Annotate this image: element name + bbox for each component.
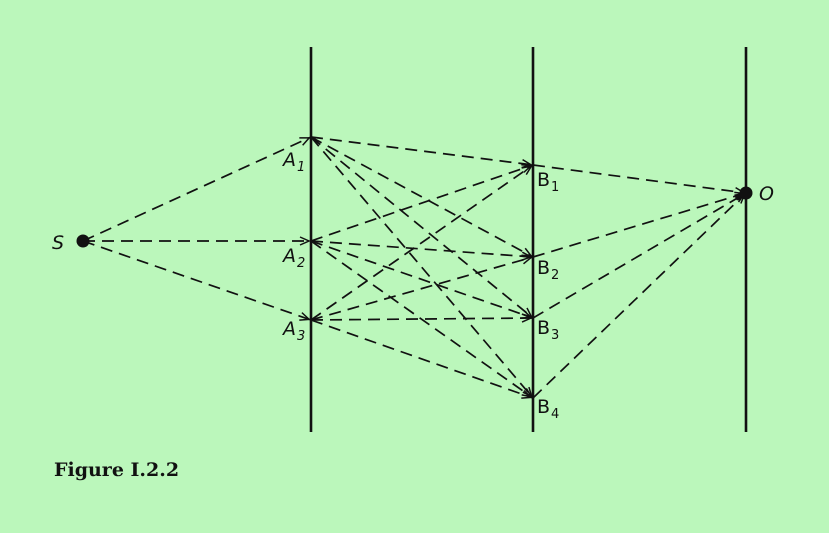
path-a1-b1 (310, 136, 534, 166)
arrowhead (521, 255, 533, 265)
path-a3-b2 (310, 256, 534, 321)
path-b4-o (532, 192, 747, 399)
point-dots (76, 186, 753, 248)
path-a3-b4 (310, 319, 534, 399)
path-a2-b1 (310, 164, 534, 242)
label-s: S (52, 232, 64, 254)
path-a1-b2 (310, 136, 534, 258)
path-b1-o (532, 164, 747, 194)
path-b2-o (532, 192, 747, 258)
path-a1-b3 (310, 136, 534, 319)
arrowhead (521, 313, 533, 323)
arrowhead (521, 165, 533, 175)
point-s-dot (76, 234, 90, 248)
label-b4: B4 (537, 396, 559, 422)
path-a2-b4 (310, 240, 534, 399)
label-o: O (759, 183, 774, 205)
label-b2: B2 (537, 257, 559, 283)
label-a1: A1 (281, 149, 305, 175)
point-o-dot (739, 186, 753, 200)
label-a3: A3 (281, 318, 305, 344)
arrowhead (299, 236, 311, 246)
arrowhead (521, 390, 533, 399)
path-a2-b3 (310, 240, 534, 319)
figure-caption: Figure I.2.2 (54, 459, 180, 481)
path-a3-b1 (310, 164, 534, 321)
label-a2: A2 (281, 245, 305, 271)
label-b1: B1 (537, 169, 559, 195)
path-s-a1 (82, 136, 312, 242)
arrowhead (521, 159, 533, 169)
arrowhead (299, 312, 311, 321)
label-b3: B3 (537, 317, 559, 343)
screens (309, 47, 748, 432)
path-a1-b4 (310, 136, 534, 399)
path-b3-o (532, 192, 747, 319)
arrowhead (299, 137, 311, 146)
path-s-a3 (82, 240, 312, 321)
dashed-paths (82, 136, 747, 399)
